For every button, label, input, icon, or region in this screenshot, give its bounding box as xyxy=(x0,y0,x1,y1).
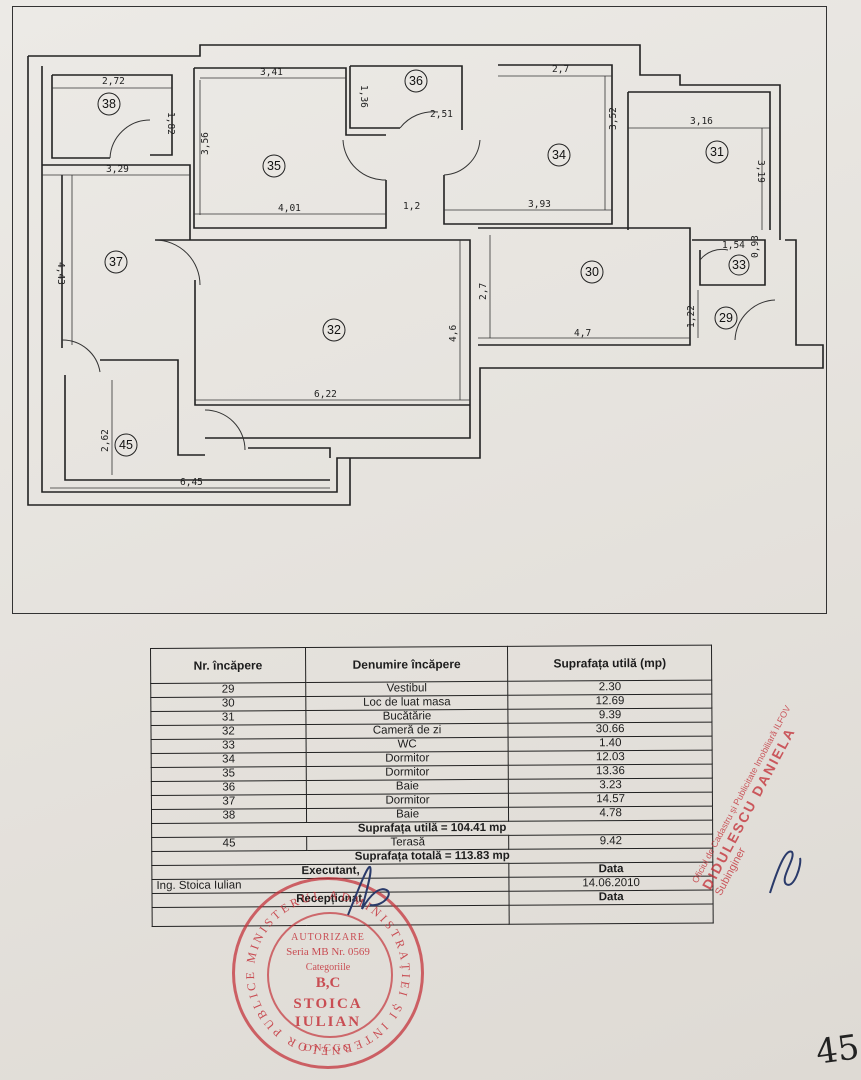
room-number-33: 33 xyxy=(732,258,746,272)
date-label: Data xyxy=(509,862,713,878)
cell-room-name: Terasă xyxy=(306,835,510,851)
room-number-32: 32 xyxy=(327,323,341,337)
cell-area: 14.57 xyxy=(508,792,713,808)
cell-room-number: 35 xyxy=(151,766,307,782)
header-room-number: Nr. încăpere xyxy=(150,647,306,684)
cell-room-number: 32 xyxy=(150,724,306,740)
dimension-label: 0,93 xyxy=(750,235,761,258)
stamp-autorizare: AUTORIZARE xyxy=(291,932,365,943)
cell-room-name: Dormitor xyxy=(305,765,509,781)
cell-room-number: 38 xyxy=(151,808,307,824)
room-number-35: 35 xyxy=(267,159,281,173)
cell-area: 30.66 xyxy=(508,722,713,738)
cell-room-number: 34 xyxy=(151,752,306,768)
stamp-name-first: STOICA xyxy=(293,996,363,1012)
floor-plan: 2,72 1,82 3,41 1,36 2,51 2,7 3,52 3,56 3… xyxy=(27,44,824,506)
dimension-label: 2,7 xyxy=(478,283,489,300)
dimension-label: 3,93 xyxy=(528,199,551,210)
table-header-row: Nr. încăpere Denumire încăpere Suprafața… xyxy=(150,645,712,684)
cell-room-name: WC xyxy=(305,737,509,753)
dimension-label: 3,29 xyxy=(106,164,129,175)
cell-room-name: Bucătărie xyxy=(305,709,509,725)
date-value: 14.06.2010 xyxy=(509,876,713,892)
cell-room-name: Dormitor xyxy=(306,793,509,809)
cell-area: 12.69 xyxy=(508,694,712,710)
room-number-34: 34 xyxy=(552,148,566,162)
dimension-label: 3,41 xyxy=(260,67,283,78)
dimension-label: 4,43 xyxy=(55,262,66,285)
cell-area: 12.03 xyxy=(508,750,713,766)
dimension-label: 1,82 xyxy=(165,112,176,135)
date-label-2: Data xyxy=(509,890,714,906)
dimension-label: 6,45 xyxy=(180,477,203,488)
cell-room-number: 29 xyxy=(150,682,306,698)
page-number: 45 xyxy=(813,1027,861,1073)
floor-plan-frame xyxy=(12,6,827,614)
cell-area: 9.42 xyxy=(509,834,713,850)
dimension-label: 1,36 xyxy=(358,85,369,108)
dimension-label: 3,56 xyxy=(200,132,211,155)
dimension-label: 2,72 xyxy=(102,76,125,87)
cell-room-number: 33 xyxy=(151,738,306,754)
dimension-label: 1,2 xyxy=(403,201,420,212)
dimension-label: 1,54 xyxy=(722,240,745,251)
header-useful-area: Suprafața utilă (mp) xyxy=(507,645,712,682)
dimension-label: 1,22 xyxy=(686,305,697,328)
room-number-36: 36 xyxy=(409,74,423,88)
signature-executant xyxy=(347,865,390,916)
cell-room-number: 30 xyxy=(150,696,306,712)
signature-inspector xyxy=(769,850,802,894)
dimension-label: 4,7 xyxy=(574,328,591,339)
room-number-38: 38 xyxy=(102,97,116,111)
cell-area: 4.78 xyxy=(508,806,713,822)
dimension-label: 6,22 xyxy=(314,389,337,400)
cell-area: 13.36 xyxy=(508,764,713,780)
stamp-categories: B,C xyxy=(315,975,341,991)
room-number-37: 37 xyxy=(109,255,123,269)
cell-room-name: Loc de luat masa xyxy=(305,695,509,711)
stamp-inner-ring xyxy=(267,912,393,1038)
header-room-name: Denumire încăpere xyxy=(305,646,509,683)
room-number-31: 31 xyxy=(710,145,724,159)
room-number-29: 29 xyxy=(719,311,733,325)
cell-area: 3.23 xyxy=(508,778,713,794)
cell-room-number: 45 xyxy=(151,836,307,852)
cell-area: 1.40 xyxy=(508,736,713,752)
cell-area: 9.39 xyxy=(508,708,712,724)
cell-room-name: Baie xyxy=(306,779,509,795)
dimension-label: 3,19 xyxy=(755,160,766,183)
cell-room-name: Dormitor xyxy=(305,751,509,767)
cell-room-name: Vestibul xyxy=(305,681,509,697)
cell-room-name: Baie xyxy=(306,807,509,823)
stamp-seria: Seria MB Nr. 0569 xyxy=(286,946,370,958)
stamp-categoriile: Categoriile xyxy=(305,962,351,973)
dimension-label: 4,6 xyxy=(448,325,459,342)
dimension-label: 2,51 xyxy=(430,109,453,120)
cell-room-number: 37 xyxy=(151,794,307,810)
dimension-label: 2,62 xyxy=(100,429,111,452)
room-number-30: 30 xyxy=(585,265,599,279)
cell-room-number: 31 xyxy=(150,710,306,726)
authorization-stamp: MINISTERUL ADMINISTRAȚIEI ȘI INTERNELOR … xyxy=(232,877,424,1069)
dimension-label: 3,16 xyxy=(690,116,713,127)
cell-area: 2.30 xyxy=(508,680,712,696)
cell-room-name: Cameră de zi xyxy=(305,723,509,739)
room-number-45: 45 xyxy=(119,438,133,452)
dimension-label: 2,7 xyxy=(552,64,569,75)
cell-room-number: 36 xyxy=(151,780,307,796)
dimension-label: 3,52 xyxy=(608,107,619,130)
stamp-footer: ONCGC xyxy=(303,1042,353,1054)
stamp-name-second: IULIAN xyxy=(294,1014,362,1030)
dimension-label: 4,01 xyxy=(278,203,301,214)
